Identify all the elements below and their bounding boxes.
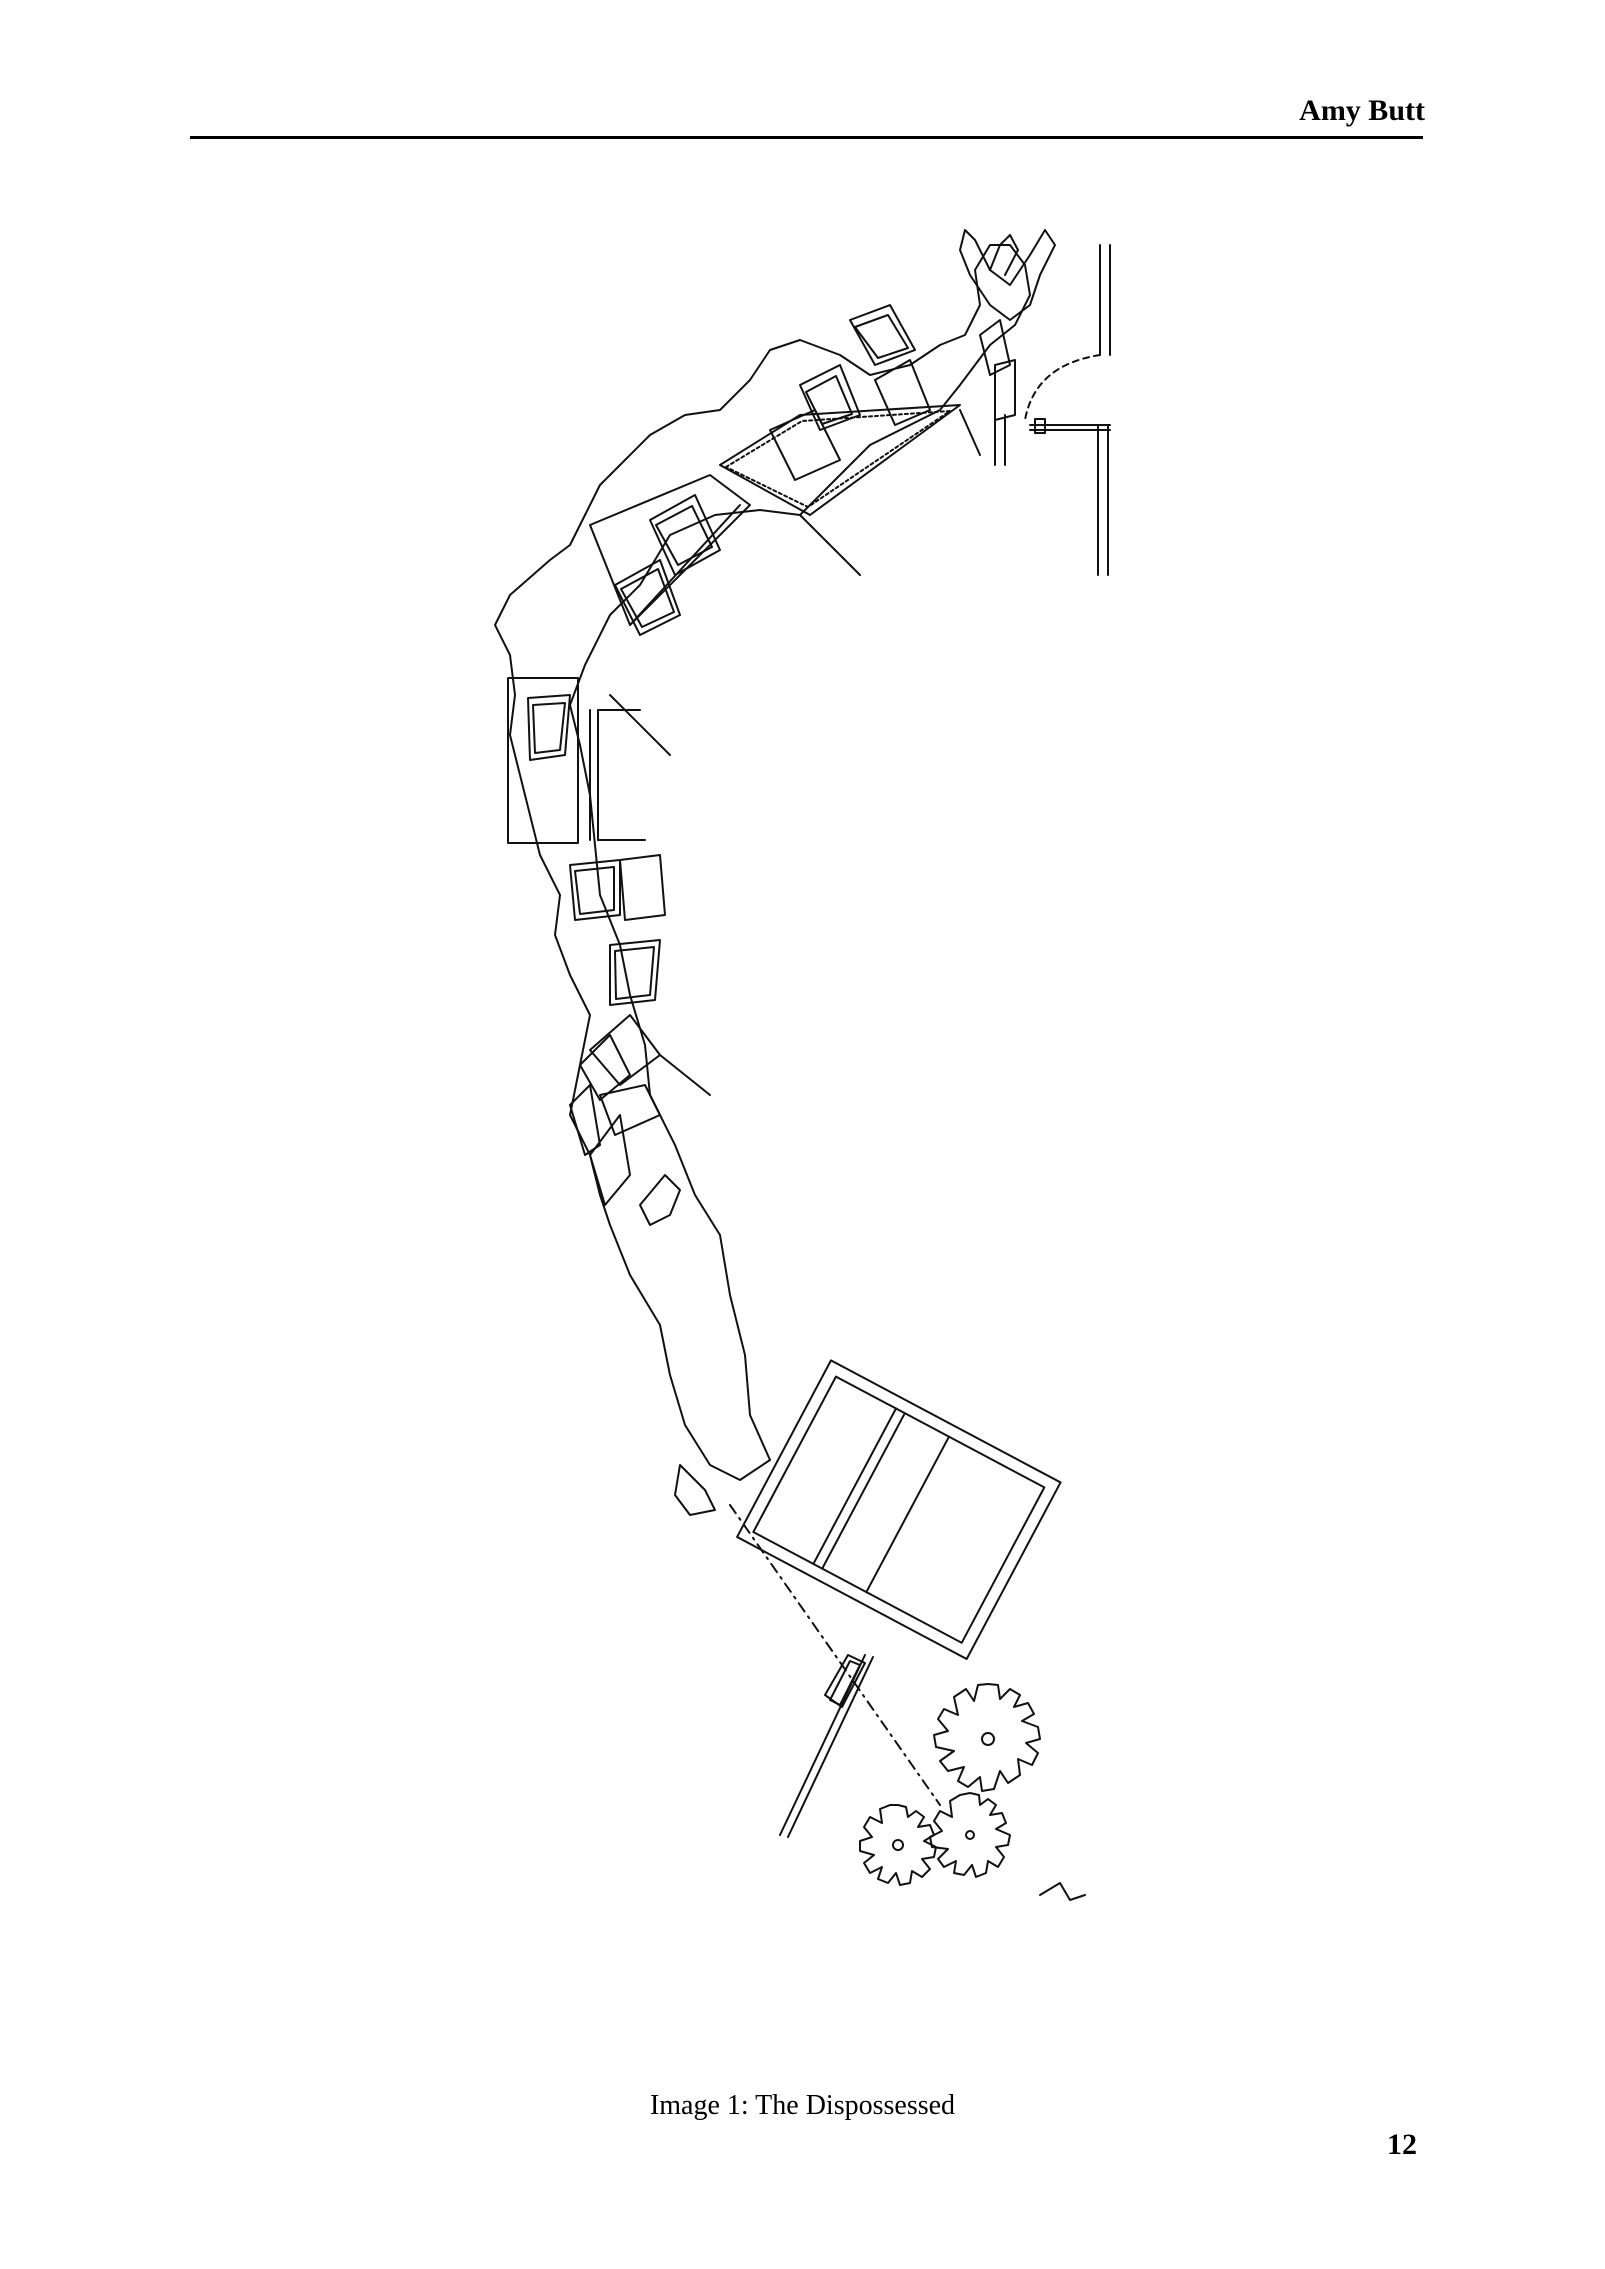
- wall-outline: [1024, 244, 1111, 576]
- chairs-middle: [507, 677, 711, 1206]
- figure-drawing: [470, 215, 1170, 2025]
- table-with-chairs: [589, 404, 981, 636]
- rotated-table: [736, 1359, 1062, 1661]
- tree-medium: [929, 1792, 1011, 1878]
- bench-rail: [779, 1654, 874, 1838]
- figure-arms: [959, 229, 1056, 321]
- header-rule: [190, 136, 1423, 139]
- running-header-author: Amy Butt: [1299, 94, 1425, 127]
- crowd-outline: [494, 244, 1031, 1481]
- page-number: 12: [1387, 2128, 1417, 2161]
- figure-lower: [639, 1174, 681, 1226]
- figure-caption: Image 1: The Dispossessed: [649, 2090, 956, 2121]
- tree-large: [933, 1683, 1041, 1792]
- tree-small: [859, 1804, 937, 1886]
